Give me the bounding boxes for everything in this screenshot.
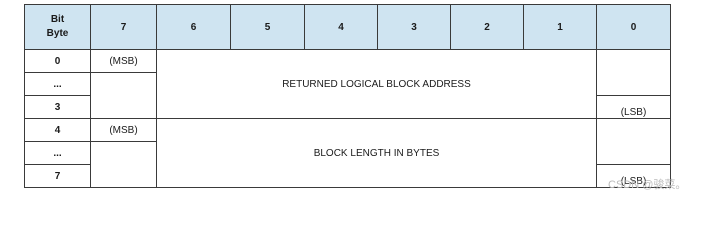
byte-number: 7 <box>24 164 91 188</box>
corner-byte-label: Byte <box>46 28 69 39</box>
bit-header-2: 2 <box>450 4 524 50</box>
byte-number: ... <box>24 72 91 96</box>
lsb-marker: (LSB) <box>596 164 671 188</box>
empty-cell <box>596 118 671 165</box>
msb-marker: (MSB) <box>90 49 157 73</box>
table-row: 7 (LSB) <box>24 164 671 188</box>
bit-header-5: 5 <box>230 4 305 50</box>
table-row: 4 (MSB) BLOCK LENGTH IN BYTES <box>24 118 671 188</box>
header-row: Bit Byte 7 6 5 4 3 2 1 0 <box>24 4 671 50</box>
bit-header-7: 7 <box>90 4 157 50</box>
lsb-marker: (LSB) <box>596 95 671 119</box>
msb-marker: (MSB) <box>90 118 157 142</box>
bit-header-1: 1 <box>523 4 597 50</box>
table-row: ... <box>24 141 671 188</box>
block-length-field: BLOCK LENGTH IN BYTES <box>156 118 597 188</box>
read-capacity-data-table: Bit Byte 7 6 5 4 3 2 1 0 0 (MSB) RETURNE… <box>24 4 671 188</box>
bit-header-4: 4 <box>304 4 378 50</box>
byte-number: 0 <box>24 49 91 73</box>
empty-cell <box>596 49 671 96</box>
corner-bit-label: Bit <box>50 14 65 25</box>
byte-number: 4 <box>24 118 91 142</box>
bit-header-3: 3 <box>377 4 451 50</box>
byte-number: ... <box>24 141 91 165</box>
returned-lba-field: RETURNED LOGICAL BLOCK ADDRESS <box>156 49 597 119</box>
empty-cell <box>90 72 157 119</box>
table-row: 0 (MSB) RETURNED LOGICAL BLOCK ADDRESS <box>24 49 671 119</box>
bit-header-0: 0 <box>596 4 671 50</box>
byte-number: 3 <box>24 95 91 119</box>
clipped-caption <box>0 0 717 3</box>
corner-header: Bit Byte <box>24 4 91 50</box>
table-row: 3 (LSB) <box>24 95 671 119</box>
bit-header-6: 6 <box>156 4 231 50</box>
empty-cell <box>90 141 157 188</box>
watermark: CSDN @骏菜。 <box>608 179 687 191</box>
